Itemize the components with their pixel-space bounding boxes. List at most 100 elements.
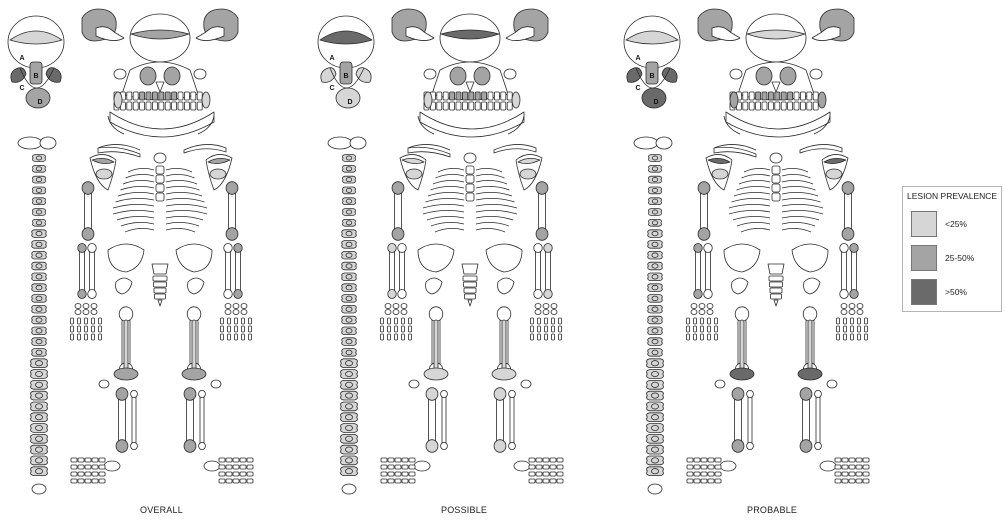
- ilium-right: [792, 244, 828, 272]
- lower-tooth: [813, 102, 818, 110]
- foot-bone: [536, 479, 542, 483]
- vertebra-body: [345, 469, 352, 474]
- mandible-right-side: [818, 92, 826, 108]
- coccyx: [32, 484, 46, 494]
- sacrum-top: [462, 264, 478, 274]
- vertebra: [647, 445, 664, 454]
- foot-bone: [247, 472, 253, 476]
- rib-right: [782, 192, 818, 196]
- femur-right-distal: [798, 368, 822, 380]
- skull-letter-a: A: [19, 55, 24, 62]
- vertebra-body: [651, 382, 658, 387]
- foot-bone: [409, 479, 415, 483]
- foot-bone: [687, 479, 693, 483]
- phalanx: [388, 334, 391, 340]
- vertebra: [648, 295, 663, 303]
- sternebra: [156, 166, 164, 174]
- humerus-right: [226, 182, 238, 241]
- tibia-left-shaft: [735, 394, 742, 446]
- vertebra-body: [36, 188, 41, 192]
- upper-tooth: [800, 92, 805, 100]
- rib-right: [782, 210, 823, 214]
- upper-tooth: [159, 92, 164, 100]
- humerus-right-end-proximal: [536, 182, 548, 195]
- rib-right: [476, 228, 505, 232]
- phalanx: [708, 334, 711, 340]
- foot-bone: [78, 458, 84, 462]
- sternebra: [772, 175, 780, 183]
- vertebra: [341, 413, 358, 422]
- vertebra-body: [36, 221, 41, 225]
- rib-left: [729, 204, 770, 208]
- legend-swatch-gt50: [911, 279, 937, 305]
- phalanx: [694, 326, 697, 332]
- foot-bone: [381, 458, 387, 462]
- foot-bone: [557, 472, 563, 476]
- vertebra: [648, 316, 663, 324]
- tibia-right-end-distal: [800, 440, 812, 453]
- foot-bone: [557, 479, 563, 483]
- phalanx: [701, 326, 704, 332]
- vertebra-body: [36, 156, 41, 160]
- vertebra-body: [35, 425, 42, 430]
- vertebra-body: [36, 275, 42, 280]
- phalanx: [235, 334, 238, 340]
- vertebra-body: [345, 361, 352, 366]
- vertebra-body: [651, 447, 658, 452]
- foot-bone: [557, 465, 563, 469]
- femur-right-shaft-lesion: [502, 320, 506, 370]
- vertebra: [648, 284, 663, 292]
- ulna-right-end-distal: [224, 290, 233, 299]
- rib-right: [166, 192, 202, 196]
- foot-bone: [99, 458, 105, 462]
- rib-right: [476, 192, 512, 196]
- phalanx: [242, 334, 245, 340]
- foot-bone: [92, 458, 98, 462]
- clavicle-right-shape: [184, 144, 226, 153]
- rib-cage: [113, 153, 207, 232]
- foot-bone: [835, 479, 841, 483]
- rib-right: [476, 168, 502, 172]
- vertebra: [32, 305, 47, 313]
- rib-left: [123, 180, 154, 184]
- ulna-left-shaft: [90, 248, 95, 294]
- upper-tooth: [482, 92, 487, 100]
- sternebra: [156, 175, 164, 183]
- vertebra: [648, 327, 663, 335]
- ulna-left-end-distal: [704, 290, 713, 299]
- upper-tooth: [456, 92, 461, 100]
- ulna-right-end-proximal: [534, 244, 543, 253]
- radius-right-shaft: [546, 248, 551, 294]
- fibula-right-end-proximal: [509, 390, 516, 397]
- phalanx: [85, 318, 88, 324]
- rib-left: [125, 228, 154, 232]
- vertebra: [342, 349, 357, 357]
- orbit-right: [474, 67, 490, 85]
- humerus-right-end-proximal: [842, 182, 854, 195]
- lower-tooth: [794, 102, 799, 110]
- carpal: [849, 310, 855, 315]
- pelvis: [418, 244, 522, 306]
- vertebra-body: [35, 371, 42, 376]
- calcaneus: [720, 461, 736, 471]
- vertebra: [341, 380, 358, 389]
- vertebra-body: [651, 469, 658, 474]
- patella-right: [827, 380, 837, 388]
- vertebra-body: [36, 264, 42, 269]
- vertebra: [32, 165, 45, 172]
- skeleton-panel-possible: ABCD: [318, 9, 563, 494]
- phalanx: [402, 318, 405, 324]
- phalanx: [865, 334, 868, 340]
- vertebra: [341, 391, 358, 400]
- radius-left-end-proximal: [694, 244, 703, 253]
- foot-bone: [856, 465, 862, 469]
- foot-bone: [402, 479, 408, 483]
- rib-right: [782, 204, 823, 208]
- vertebra: [647, 370, 664, 379]
- vertebra-body: [36, 296, 42, 301]
- fibula-right: [815, 390, 822, 449]
- vertebra: [32, 219, 45, 226]
- upper-tooth: [437, 92, 442, 100]
